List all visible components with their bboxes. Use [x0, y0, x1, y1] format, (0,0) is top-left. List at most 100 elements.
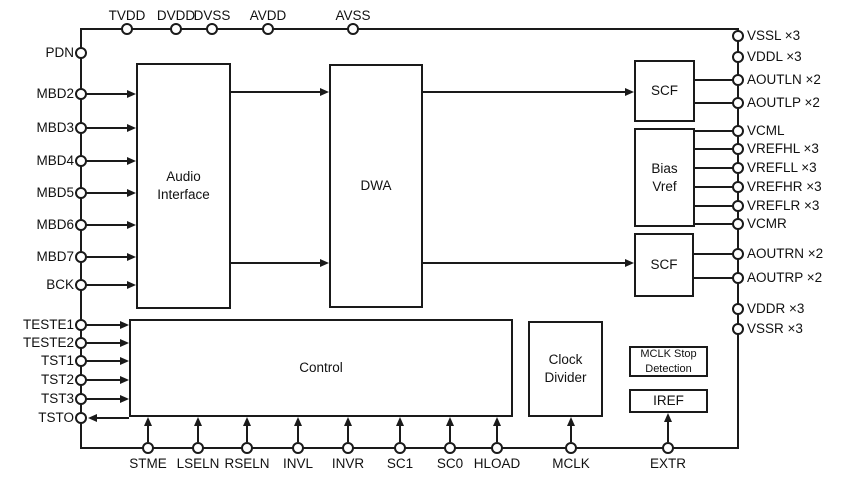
arrowhead-mbd5-icon [127, 189, 136, 197]
arrowhead-stme-icon [144, 417, 152, 426]
wire-scf-to-aoutln [695, 79, 737, 81]
wire-bias-to-vrefhr [695, 186, 737, 188]
pin-pdn-circle [75, 47, 87, 59]
wire-extr-to-iref [667, 422, 669, 442]
wire-scf-to-aoutrp [694, 277, 737, 279]
arrowhead-lseln-icon [194, 417, 202, 426]
wire-hload-to-control [496, 426, 498, 442]
pin-vssr-label: VSSR ×3 [747, 321, 803, 336]
wire-mbd5-to-audio [86, 192, 127, 194]
pin-aoutrp-circle [732, 272, 744, 284]
pin-vrefhr-label: VREFHR ×3 [747, 179, 822, 194]
wire-audio-to-dwa-lower [231, 262, 321, 264]
pin-vrefhl-circle [732, 143, 744, 155]
pin-tst1-label: TST1 [40, 353, 74, 368]
pin-dvss-label: DVSS [193, 8, 231, 23]
block-dwa-label: DWA [360, 178, 392, 194]
pin-aoutln-label: AOUTLN ×2 [747, 72, 821, 87]
wire-bias-to-vcml [695, 130, 737, 132]
arrowhead-extr-icon [664, 413, 672, 422]
wire-bottom-pin-rail [80, 447, 739, 449]
wire-tst1-to-control [86, 360, 120, 362]
block-iref: IREF [629, 389, 708, 413]
wire-teste2-to-control [86, 342, 120, 344]
wire-bias-to-vrefhl [695, 148, 737, 150]
wire-tst2-to-control [86, 379, 120, 381]
wire-right-pin-rail [737, 28, 739, 449]
pin-dvdd-circle [170, 23, 182, 35]
pin-avss-label: AVSS [335, 8, 371, 23]
pin-vreflr-circle [732, 200, 744, 212]
pin-mbd7-circle [75, 251, 87, 263]
pin-rseln-label: RSELN [224, 456, 270, 471]
arrowhead-audio-dwa-upper-icon [320, 88, 329, 96]
pin-tvdd-circle [121, 23, 133, 35]
wire-invl-to-control [297, 426, 299, 442]
wire-mbd2-to-audio [86, 93, 127, 95]
pin-invr-label: INVR [331, 456, 365, 471]
block-clock-divider: Clock Divider [528, 321, 603, 417]
pin-mbd5-circle [75, 187, 87, 199]
block-dwa: DWA [329, 64, 423, 308]
arrowhead-mbd7-icon [127, 253, 136, 261]
pin-mclk-circle [565, 442, 577, 454]
pin-mbd4-circle [75, 155, 87, 167]
pin-teste2-circle [75, 337, 87, 349]
arrowhead-invr-icon [344, 417, 352, 426]
arrowhead-sc0-icon [446, 417, 454, 426]
pin-tst3-circle [75, 393, 87, 405]
pin-vssl-circle [732, 30, 744, 42]
wire-bias-to-vreflr [695, 205, 737, 207]
pin-mbd7-label: MBD7 [36, 249, 74, 264]
pin-invl-circle [292, 442, 304, 454]
pin-hload-label: HLOAD [473, 456, 521, 471]
pin-vrefll-label: VREFLL ×3 [747, 160, 817, 175]
pin-teste1-circle [75, 319, 87, 331]
pin-mclk-label: MCLK [552, 456, 590, 471]
wire-mbd7-to-audio [86, 256, 127, 258]
wire-mbd6-to-audio [86, 224, 127, 226]
block-audio-interface: Audio Interface [136, 63, 231, 309]
pin-mbd6-label: MBD6 [36, 217, 74, 232]
pin-vreflr-label: VREFLR ×3 [747, 198, 820, 213]
arrowhead-mbd3-icon [127, 124, 136, 132]
pin-vddl-circle [732, 51, 744, 63]
pin-dvdd-label: DVDD [156, 8, 196, 23]
wire-invr-to-control [347, 426, 349, 442]
arrowhead-hload-icon [493, 417, 501, 426]
block-mclk-stop-detection: MCLK Stop Detection [629, 346, 708, 377]
wire-stme-to-control [147, 426, 149, 442]
arrowhead-teste1-icon [120, 321, 129, 329]
pin-lseln-circle [192, 442, 204, 454]
pin-sc1-circle [394, 442, 406, 454]
wire-scf-to-aoutlp [695, 102, 737, 104]
pin-vcmr-circle [732, 218, 744, 230]
arrowhead-bck-icon [127, 281, 136, 289]
wire-lseln-to-control [197, 426, 199, 442]
pin-dvss-circle [206, 23, 218, 35]
pin-vrefhl-label: VREFHL ×3 [747, 141, 819, 156]
pin-extr-circle [662, 442, 674, 454]
wire-bck-to-audio [86, 284, 127, 286]
block-control-label: Control [299, 360, 343, 376]
pin-vddr-circle [732, 303, 744, 315]
pin-mbd3-circle [75, 122, 87, 134]
block-control: Control [129, 319, 513, 417]
pin-vddl-label: VDDL ×3 [747, 49, 802, 64]
pin-mbd2-label: MBD2 [36, 86, 74, 101]
wire-mbd3-to-audio [86, 127, 127, 129]
arrowhead-tst3-icon [120, 395, 129, 403]
pin-vrefhr-circle [732, 181, 744, 193]
wire-bias-to-vrefll [695, 167, 737, 169]
block-mclk-stop-detection-label: MCLK Stop Detection [640, 347, 697, 375]
wire-scf-to-aoutrn [694, 253, 737, 255]
arrowhead-audio-dwa-lower-icon [320, 259, 329, 267]
pin-avdd-label: AVDD [249, 8, 287, 23]
wire-bias-to-vcmr [695, 223, 737, 225]
wire-mclk-to-clock-divider [570, 426, 572, 442]
pin-mbd3-label: MBD3 [36, 120, 74, 135]
pin-mbd4-label: MBD4 [36, 153, 74, 168]
pin-aoutlp-label: AOUTLP ×2 [747, 95, 820, 110]
pin-tst2-circle [75, 374, 87, 386]
